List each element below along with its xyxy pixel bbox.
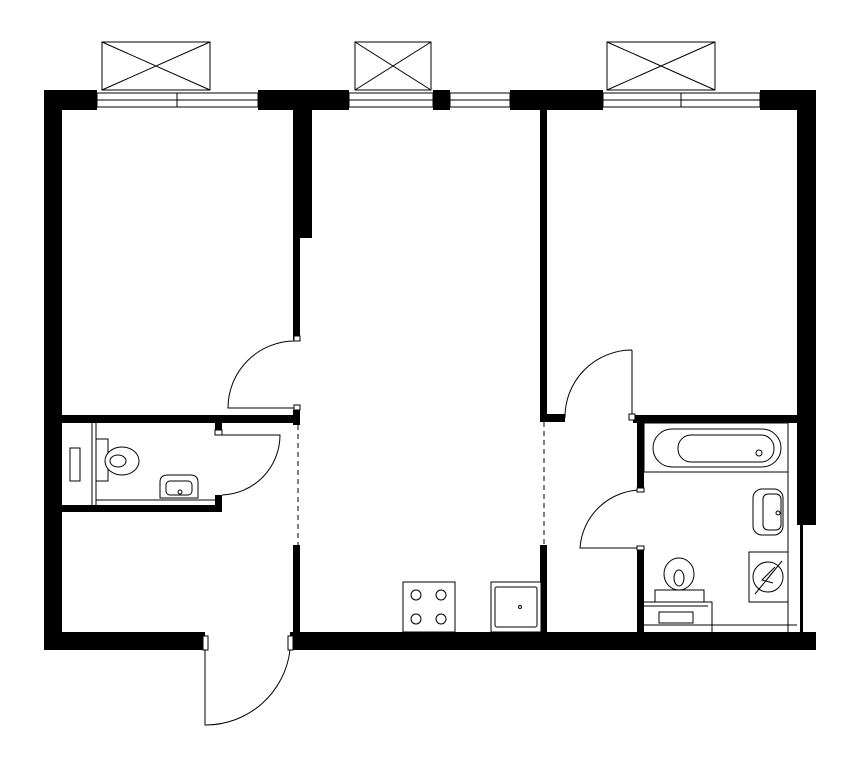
windows [96, 92, 761, 108]
doors [202, 335, 645, 726]
window-right [602, 92, 761, 108]
wc-fixtures [69, 423, 215, 505]
washing-machine-icon [748, 551, 789, 603]
openings [297, 422, 545, 545]
door-bedroom-left [227, 335, 301, 411]
outer-walls [44, 90, 816, 650]
ac-unit-left [101, 41, 211, 91]
ac-unit-right [606, 41, 716, 91]
stove-icon [402, 581, 456, 633]
kitchen-fixtures [402, 581, 542, 633]
door-bathroom [579, 487, 645, 551]
bathtub-icon [643, 422, 789, 473]
toilet-icon [654, 557, 705, 603]
window-left [96, 92, 259, 108]
ac-unit-middle [354, 41, 432, 91]
window-middle-2 [449, 92, 511, 108]
interior-walls [62, 110, 797, 632]
door-bedroom-right [564, 349, 636, 421]
flush-panel [69, 447, 81, 482]
ac-units [101, 41, 716, 91]
toilet-icon [104, 446, 140, 476]
door-entrance [202, 635, 294, 726]
sink-icon [159, 474, 199, 499]
kitchen-sink-icon [490, 581, 542, 633]
washbasin-icon [752, 488, 784, 536]
bathroom-fixtures [643, 422, 797, 632]
flush-panel [658, 611, 694, 624]
door-wc [214, 429, 281, 496]
window-middle-1 [348, 92, 434, 108]
